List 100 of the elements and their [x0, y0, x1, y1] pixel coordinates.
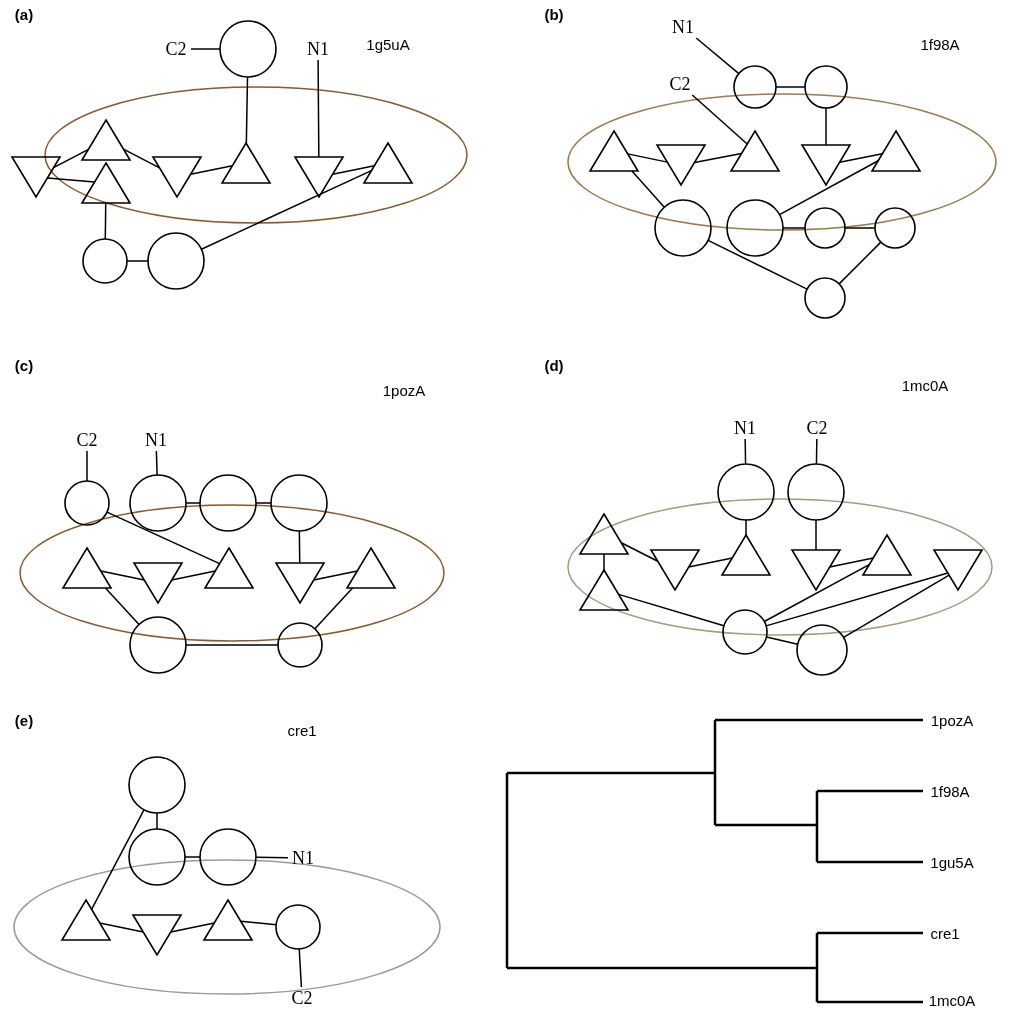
connector-line	[156, 812, 158, 830]
circle-node	[129, 616, 187, 674]
leader-line	[695, 37, 740, 75]
leaf-label: cre1	[930, 925, 960, 941]
circle-node	[82, 238, 128, 284]
triangle-node	[932, 549, 984, 592]
triangle-node	[720, 533, 772, 576]
triangle-node	[345, 546, 397, 589]
circle-node	[804, 207, 846, 249]
triangle-node	[655, 144, 707, 187]
connector-line	[778, 160, 879, 216]
connector-line	[825, 107, 827, 146]
connector-line	[603, 553, 605, 571]
triangle-node	[649, 549, 701, 592]
connector-line	[745, 519, 747, 536]
connector-line	[707, 239, 808, 290]
circle-node	[219, 20, 277, 78]
triangle-node	[80, 161, 132, 204]
connector-line	[842, 574, 950, 639]
triangle-node	[203, 546, 255, 589]
terminus-label: N1	[307, 40, 329, 58]
triangle-node	[578, 568, 630, 611]
circle-node	[654, 199, 712, 257]
triangle-node	[274, 562, 326, 605]
connector-line	[631, 170, 666, 208]
circle-node	[128, 828, 186, 886]
terminus-label: C2	[291, 989, 313, 1007]
circle-node	[129, 474, 187, 532]
connector-line	[170, 922, 215, 933]
connector-line	[775, 86, 806, 88]
triangle-node	[870, 129, 922, 172]
connector-line	[46, 177, 96, 183]
connector-line	[844, 227, 876, 229]
connector-line	[126, 260, 149, 262]
connector-line	[122, 148, 161, 169]
connector-line	[106, 511, 221, 565]
panel-label: (e)	[14, 712, 34, 728]
leaf-label: 1pozA	[930, 712, 974, 728]
triangle-node	[10, 156, 62, 199]
triangle-node	[293, 156, 345, 199]
triangle-node	[80, 118, 132, 161]
panel-label: (d)	[544, 357, 564, 373]
circle-node	[726, 199, 784, 257]
connector-line	[255, 502, 272, 504]
leader-line	[190, 48, 221, 50]
leader-line	[86, 450, 88, 482]
connector-line	[104, 202, 107, 240]
connector-line	[838, 153, 884, 163]
connector-line	[52, 148, 90, 169]
circle-node	[147, 232, 205, 290]
triangle-node	[132, 562, 184, 605]
triangle-node	[151, 156, 203, 199]
connector-line	[313, 570, 358, 581]
connector-line	[184, 856, 201, 858]
leader-line	[317, 59, 320, 158]
connector-line	[189, 165, 234, 175]
panel-label: (a)	[14, 6, 34, 22]
connector-line	[171, 570, 216, 581]
connector-line	[626, 153, 669, 163]
connector-line	[617, 593, 725, 627]
terminus-label: C2	[806, 419, 828, 437]
triangle-node	[588, 129, 640, 172]
circle-node	[277, 622, 323, 668]
triangle-node	[362, 141, 414, 184]
triangle-node	[131, 914, 183, 957]
connector-line	[185, 502, 201, 504]
circle-node	[199, 828, 257, 886]
triangle-node	[790, 549, 842, 592]
panel-label: (b)	[544, 6, 564, 22]
triangle-node	[61, 546, 113, 589]
connector-line	[693, 152, 743, 164]
circle-node	[804, 65, 848, 109]
triangle-node	[220, 141, 272, 184]
circle-node	[722, 609, 768, 655]
connector-line	[829, 557, 874, 568]
structure-name: 1g5uA	[366, 36, 410, 52]
connector-line	[90, 809, 145, 911]
circle-node	[787, 463, 845, 521]
circle-node	[804, 277, 846, 319]
circle-node	[128, 756, 186, 814]
leaf-label: 1mc0A	[928, 992, 976, 1008]
terminus-label: C2	[669, 75, 691, 93]
connector-line	[765, 572, 949, 627]
leaf-label: 1gu5A	[930, 854, 974, 870]
leader-line	[255, 856, 289, 859]
structure-name: cre1	[287, 722, 317, 738]
circle-node	[717, 463, 775, 521]
connector-line	[314, 587, 354, 630]
connector-line	[298, 530, 301, 564]
circle-node	[874, 207, 916, 249]
connector-line	[240, 920, 277, 926]
panel-label: (c)	[14, 357, 34, 373]
connector-line	[763, 563, 870, 623]
triangle-node	[861, 533, 913, 576]
triangle-node	[578, 512, 630, 555]
leaf-label: 1f98A	[930, 783, 970, 799]
terminus-label: N1	[734, 419, 756, 437]
connector-line	[815, 519, 817, 551]
leader-line	[815, 438, 818, 465]
circle-node	[733, 65, 777, 109]
